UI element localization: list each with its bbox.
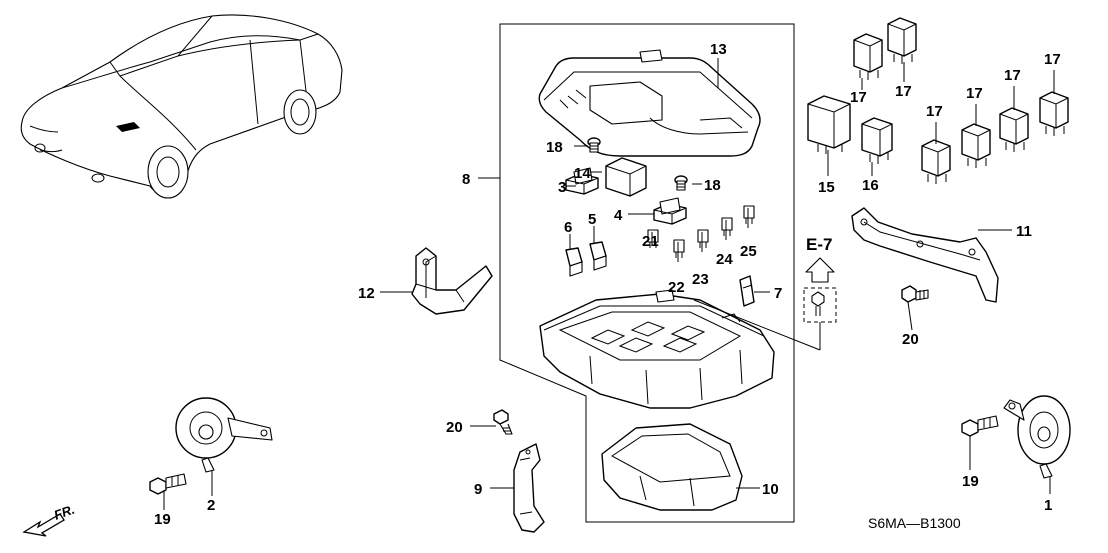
fuse-holder-4 — [653, 197, 687, 225]
relay-17-4 — [961, 123, 991, 168]
fuse-puller-7 — [739, 275, 755, 307]
bolt-19-left — [149, 473, 187, 495]
relay-17-5 — [999, 107, 1029, 152]
callout-2: 2 — [207, 497, 215, 514]
relay-17-3 — [921, 139, 951, 184]
callout-19-a: 19 — [154, 511, 171, 528]
assembly-outline — [478, 23, 795, 523]
callout-6: 6 — [564, 219, 572, 236]
callout-17-b: 17 — [895, 83, 912, 100]
callout-17-c: 17 — [926, 103, 943, 120]
callout-17-d: 17 — [966, 85, 983, 102]
relay-16 — [861, 117, 893, 164]
front-direction-arrow — [22, 513, 65, 537]
callout-1: 1 — [1044, 497, 1052, 514]
relay-14 — [605, 157, 647, 197]
fuse-box-location-marker — [116, 122, 140, 132]
horn-2 — [175, 397, 273, 473]
callout-10: 10 — [762, 481, 779, 498]
callout-4: 4 — [614, 207, 623, 224]
leader-lines — [163, 58, 1055, 510]
callout-16: 16 — [862, 177, 879, 194]
callout-15: 15 — [818, 179, 835, 196]
ref-arrow — [693, 257, 837, 351]
blade-fuse-24 — [721, 217, 733, 236]
callout-19-b: 19 — [962, 473, 979, 490]
callout-18-a: 18 — [546, 139, 563, 156]
blade-fuse-21 — [647, 229, 659, 248]
callout-labels: 1 2 3 4 5 6 7 8 9 10 11 12 13 14 15 16 1… — [52, 41, 1061, 531]
callout-20-b: 20 — [902, 331, 919, 348]
callout-25: 25 — [740, 243, 757, 260]
callout-17-e: 17 — [1004, 67, 1021, 84]
callout-3: 3 — [558, 179, 566, 196]
blade-fuse-23 — [697, 229, 709, 248]
callout-13: 13 — [710, 41, 727, 58]
horn-1 — [1003, 395, 1071, 479]
callout-9: 9 — [474, 481, 482, 498]
bolt-19-right — [961, 415, 999, 437]
fuse-box-cover — [538, 49, 761, 157]
bracket-9 — [513, 443, 545, 533]
relay-17-6 — [1039, 91, 1069, 136]
callout-17-a: 17 — [850, 89, 867, 106]
bolt-18-lower — [674, 175, 688, 191]
bolt-20-lower — [493, 409, 513, 435]
callout-18-b: 18 — [704, 177, 721, 194]
relay-17-1 — [853, 33, 883, 80]
callout-23: 23 — [692, 271, 709, 288]
maxi-fuse-5 — [589, 241, 607, 271]
fuse-holder-3 — [565, 167, 599, 195]
callout-21: 21 — [642, 233, 659, 250]
blade-fuse-25 — [743, 205, 755, 224]
maxi-fuse-6 — [565, 247, 583, 277]
front-marker-label: FR. — [52, 502, 77, 523]
relay-17-2 — [887, 17, 917, 64]
bracket-11 — [851, 207, 999, 303]
callout-12: 12 — [358, 285, 375, 302]
callout-24: 24 — [716, 251, 733, 268]
callout-22: 22 — [668, 279, 685, 296]
lower-cover-10 — [601, 423, 743, 511]
callout-7: 7 — [774, 285, 782, 302]
callout-14: 14 — [574, 165, 591, 182]
callout-17-f: 17 — [1044, 51, 1061, 68]
bolt-18-upper — [587, 137, 601, 153]
diagram-code: S6MA—B1300 — [868, 515, 961, 531]
callout-11: 11 — [1016, 223, 1032, 240]
bolt-20-right — [901, 285, 929, 303]
ref-label: E-7 — [806, 235, 832, 254]
callout-5: 5 — [588, 211, 596, 228]
callout-8: 8 — [462, 171, 470, 188]
callout-20-a: 20 — [446, 419, 463, 436]
bracket-12 — [411, 247, 493, 315]
car-illustration — [20, 14, 343, 199]
blade-fuse-22 — [673, 239, 685, 258]
relay-15 — [807, 95, 851, 154]
fuse-box-body — [539, 289, 775, 409]
